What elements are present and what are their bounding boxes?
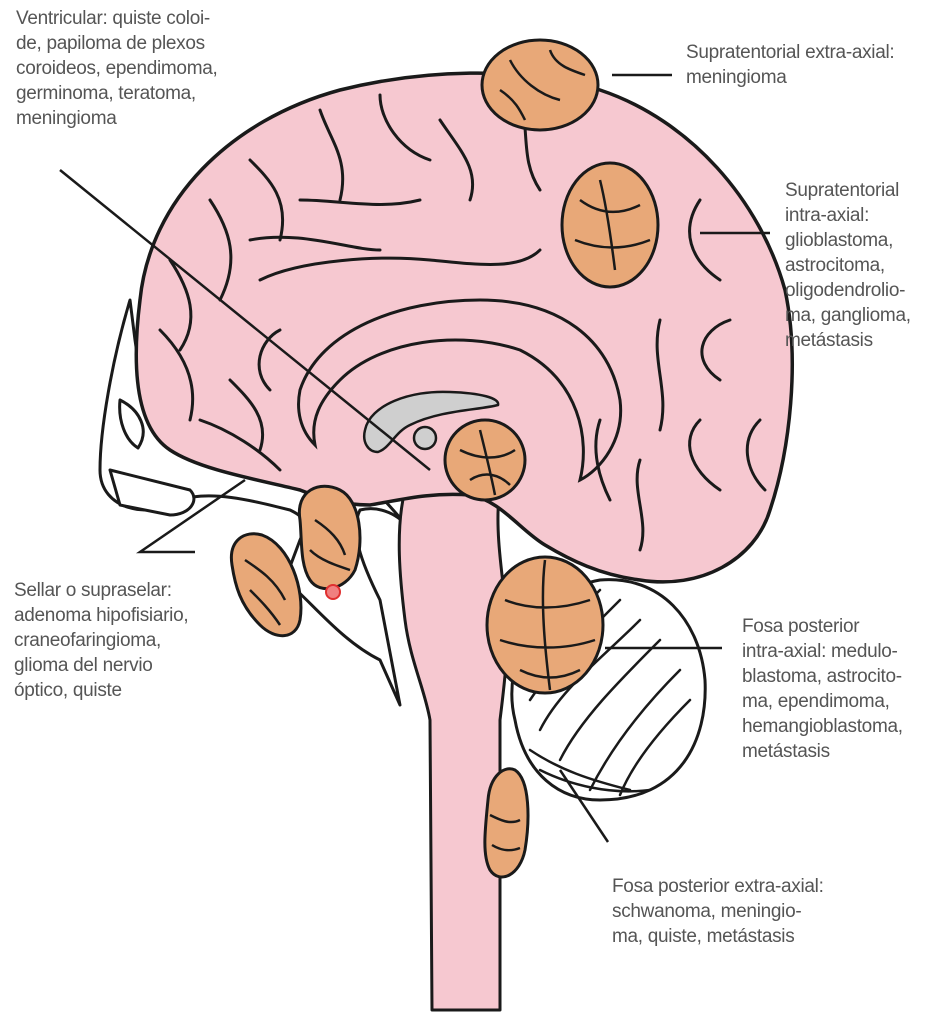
tumors xyxy=(229,38,660,879)
label-line: Ventricular: quiste coloi- xyxy=(16,8,210,29)
leader-fosa-extra xyxy=(558,769,610,843)
cortical-sulci xyxy=(158,93,767,552)
label-line: metástasis xyxy=(785,330,873,351)
tumor-ventricular xyxy=(443,418,527,502)
label-line: coroideos, ependimoma, xyxy=(16,58,218,79)
label-line: craneofaringioma, xyxy=(14,630,161,651)
label-line: hemangioblastoma, xyxy=(742,716,903,737)
label-line: astrocitoma, xyxy=(785,255,885,276)
brainstem-spinal-cord xyxy=(397,488,509,1012)
tumor-supratentorial-extra-axial xyxy=(480,38,600,132)
label-line: óptico, quiste xyxy=(14,680,122,701)
label-line: blastoma, astrocito- xyxy=(742,666,902,687)
label-line: Sellar o supraselar: xyxy=(14,580,172,601)
label-supratentorial-extra-axial: Supratentorial extra-axial: meningioma xyxy=(686,40,916,90)
label-line: intra-axial: medulo- xyxy=(742,641,898,662)
lateral-ventricle xyxy=(363,390,500,454)
label-posterior-fossa-intra-axial: Fosa posterior intra-axial: medulo- blas… xyxy=(742,614,927,764)
label-line: meningioma xyxy=(686,67,787,88)
label-line: glioblastoma, xyxy=(785,230,894,251)
label-line: metástasis xyxy=(742,741,830,762)
leader-sellar xyxy=(135,478,246,554)
pituitary-marker xyxy=(325,584,341,600)
label-line: Fosa posterior extra-axial: xyxy=(612,876,824,897)
label-line: ma, ependimoma, xyxy=(742,691,890,712)
label-line: Supratentorial extra-axial: xyxy=(686,42,895,63)
tumor-sellar xyxy=(297,484,362,591)
corpus-callosum xyxy=(297,298,623,483)
skull-base xyxy=(98,298,422,707)
label-ventricular: Ventricular: quiste coloi- de, papiloma … xyxy=(16,6,276,131)
label-supratentorial-intra-axial: Supratentorial intra-axial: glioblastoma… xyxy=(785,178,925,353)
anterior-fossa-bone xyxy=(118,398,145,450)
orbit-roof-bone xyxy=(108,468,196,517)
label-line: Supratentorial xyxy=(785,180,900,201)
label-line: ma, quiste, metástasis xyxy=(612,926,795,947)
label-line: intra-axial: xyxy=(785,205,870,226)
label-line: oligodendrolio- xyxy=(785,280,906,301)
tumor-supratentorial-intra-axial xyxy=(560,161,660,289)
label-line: Fosa posterior xyxy=(742,616,860,637)
leader-lines xyxy=(59,73,770,843)
label-line: meningioma xyxy=(16,108,117,129)
label-line: adenoma hipofisiario, xyxy=(14,605,189,626)
tumor-posterior-fossa-intra-axial xyxy=(485,555,605,695)
label-line: germinoma, teratoma, xyxy=(16,83,196,104)
label-posterior-fossa-extra-axial: Fosa posterior extra-axial: schwanoma, m… xyxy=(612,874,862,949)
label-line: schwanoma, meningio- xyxy=(612,901,802,922)
label-line: glioma del nervio xyxy=(14,655,153,676)
label-line: de, papiloma de plexos xyxy=(16,33,205,54)
tumor-anterior-skull-base xyxy=(229,532,303,638)
label-sellar-suprasellar: Sellar o supraselar: adenoma hipofisiari… xyxy=(14,578,244,703)
third-ventricle xyxy=(412,425,438,451)
leader-ventricular xyxy=(59,169,431,471)
tumor-posterior-fossa-extra-axial xyxy=(483,767,530,879)
label-line: ma, ganglioma, xyxy=(785,305,911,326)
